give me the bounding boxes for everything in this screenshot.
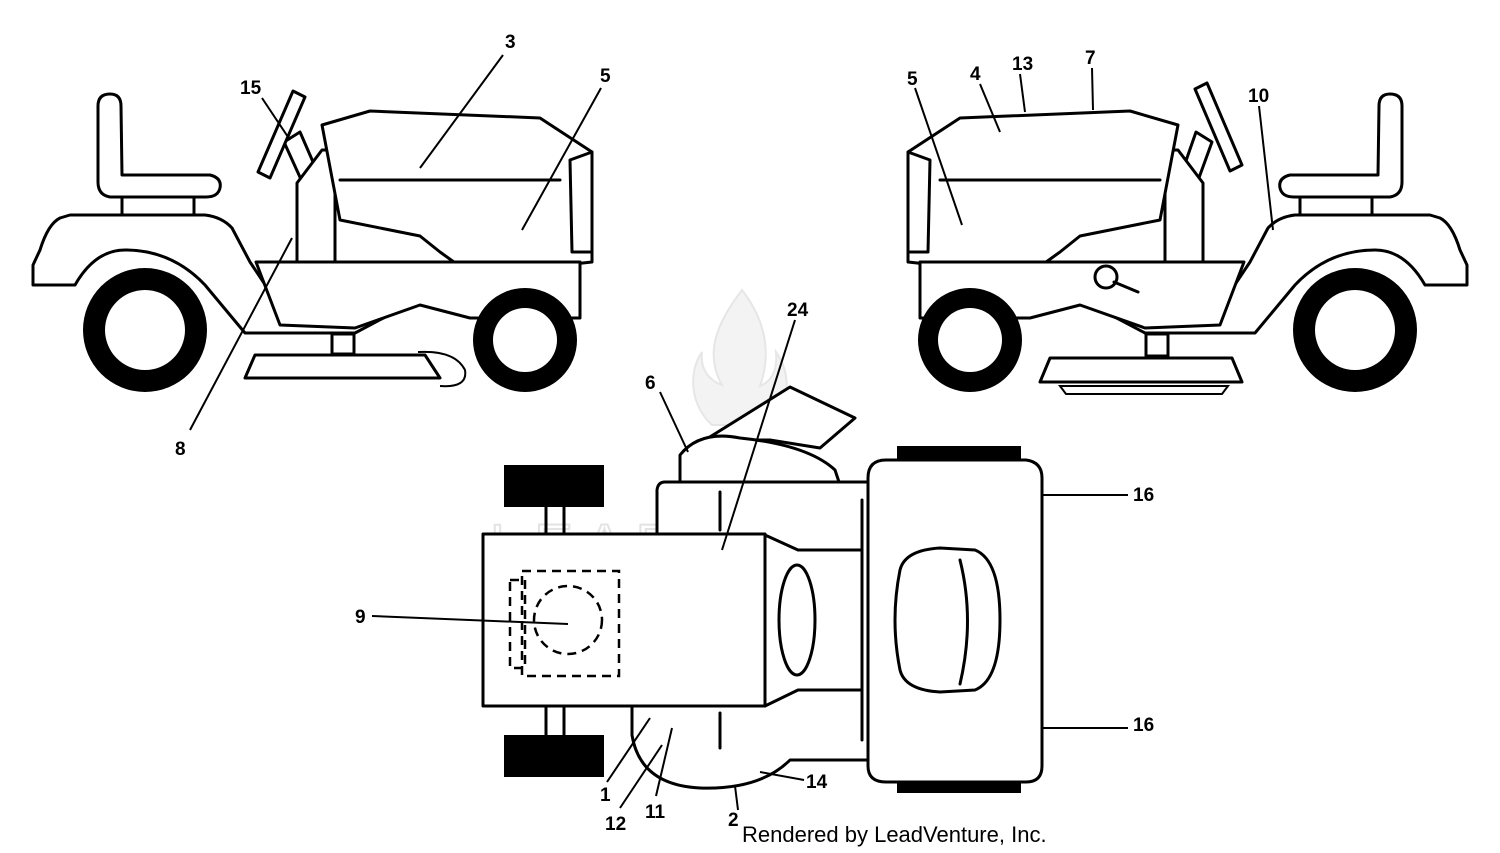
leader-15 (261, 97, 291, 141)
leader-10 (1258, 105, 1274, 231)
steering-wheel (1193, 81, 1244, 173)
callout-2: 2 (728, 810, 739, 831)
front-axle-top (544, 504, 566, 536)
deck-hanger (330, 332, 356, 356)
leader-4 (979, 83, 1001, 133)
hood (906, 109, 1180, 277)
seat (1278, 92, 1404, 199)
leader-8 (189, 237, 293, 431)
engine-outline (520, 569, 621, 678)
lift-lever (1112, 280, 1140, 294)
callouts: 3 5 15 8 5 4 13 7 10 24 6 9 16 16 1 12 1… (175, 32, 1269, 835)
deck-chute (417, 350, 467, 388)
callout-16-top: 16 (1133, 485, 1154, 506)
render-credit: Rendered by LeadVenture, Inc. (742, 822, 1047, 847)
front-tire-bottom (504, 735, 604, 777)
leader-11 (655, 727, 673, 797)
hood (320, 109, 594, 277)
leader-1 (606, 717, 651, 783)
front-tire-top (504, 465, 604, 507)
leader-5-left (521, 87, 602, 231)
tractor-top-view (481, 385, 1044, 793)
deck-skirt (1058, 385, 1230, 395)
leader-lines (189, 54, 1274, 811)
tractor-left-side-view (31, 89, 594, 392)
seat-back-top (958, 558, 969, 686)
leader-6 (659, 391, 689, 453)
seat-top (893, 546, 1002, 694)
callout-7: 7 (1085, 48, 1096, 69)
callout-12: 12 (605, 814, 626, 835)
rear-fender (31, 213, 416, 335)
steering-wheel-top (777, 563, 817, 677)
callout-24: 24 (787, 300, 809, 321)
engine-cap (532, 584, 604, 656)
leader-9 (371, 615, 569, 625)
callout-5-left: 5 (600, 66, 611, 87)
leader-14 (759, 771, 805, 781)
callout-11: 11 (645, 802, 666, 823)
callout-4: 4 (970, 64, 981, 85)
callout-13: 13 (1012, 54, 1033, 75)
leader-3 (419, 54, 504, 169)
callout-3: 3 (505, 32, 516, 53)
callout-5-right: 5 (907, 69, 918, 90)
mower-deck (243, 353, 442, 380)
dash-pedestal (295, 148, 337, 264)
rear-hub-right (1315, 290, 1395, 370)
seat (96, 92, 222, 199)
deck-hanger (1144, 332, 1170, 358)
callout-15: 15 (240, 78, 262, 99)
front-axle-bottom (544, 704, 566, 738)
callout-6: 6 (645, 373, 656, 394)
lift-lever-knob (1093, 264, 1119, 290)
callout-1: 1 (600, 785, 611, 806)
grille-side (906, 150, 932, 254)
hood-top (481, 532, 767, 708)
callout-16-bottom: 16 (1133, 715, 1154, 736)
engine-outline-back (508, 578, 527, 670)
steering-wheel (256, 89, 307, 180)
rear-fender (1084, 213, 1469, 335)
leader-7 (1091, 67, 1094, 111)
grille-side (568, 150, 594, 254)
callout-9: 9 (355, 607, 366, 628)
callout-14: 14 (806, 772, 828, 793)
dash-pedestal (1163, 148, 1205, 264)
leader-2 (734, 785, 739, 811)
tractor-right-side-view (906, 81, 1469, 395)
leader-13 (1019, 73, 1026, 113)
leader-5-right (914, 87, 963, 226)
front-hub-left (493, 308, 557, 372)
rear-hub-left (105, 290, 185, 370)
callout-8: 8 (175, 439, 186, 460)
callout-10: 10 (1248, 86, 1269, 107)
leader-12 (619, 744, 663, 809)
front-hub-right (938, 308, 1002, 372)
leader-24 (721, 319, 796, 551)
mower-deck (1038, 356, 1244, 384)
